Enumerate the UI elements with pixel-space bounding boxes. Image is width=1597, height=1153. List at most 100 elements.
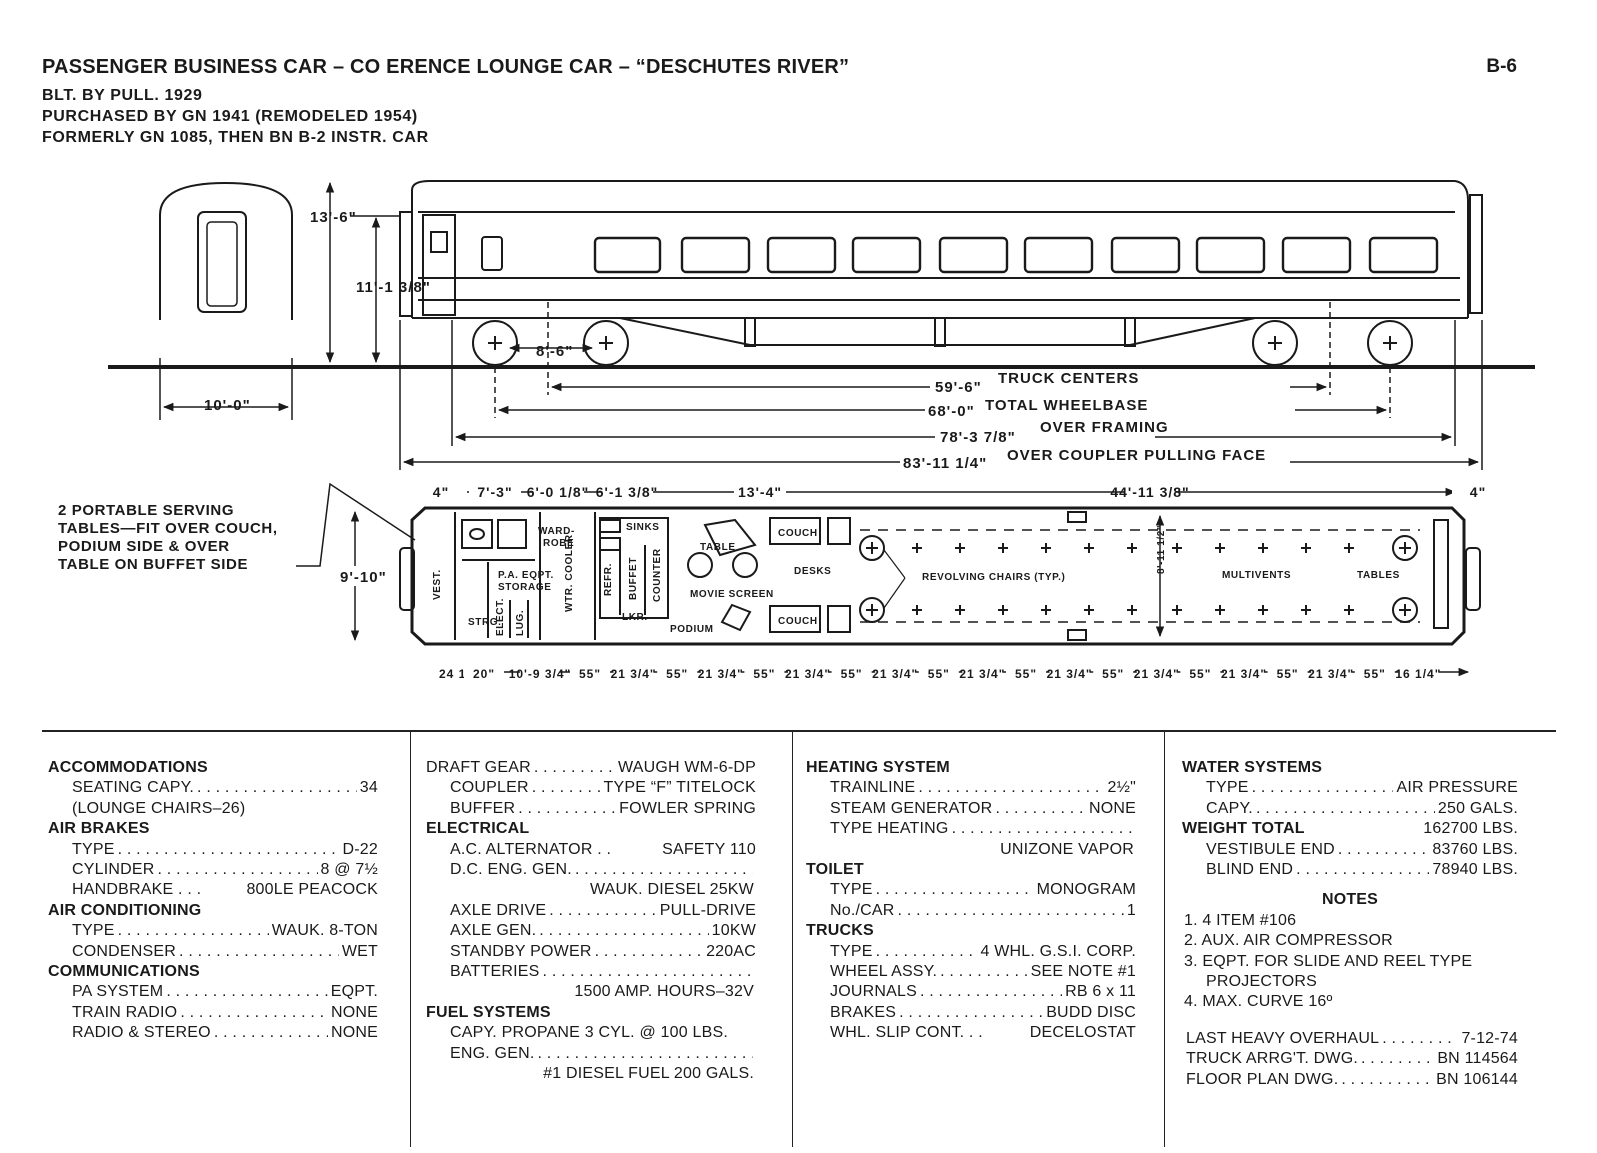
bottom-dim-label: 21 3/4" (1047, 667, 1093, 681)
leader-dots (1361, 1049, 1434, 1069)
leader-dots (1252, 778, 1394, 798)
callout-line-3: PODIUM SIDE & OVER (58, 538, 230, 555)
leader-dots (543, 962, 753, 982)
note-item: 3. EQPT. FOR SLIDE AND REEL TYPE (1184, 952, 1473, 970)
leader-dots (534, 758, 615, 778)
spec-section: HEATING SYSTEMTRAINLINE2½"STEAM GENERATO… (806, 758, 1136, 860)
bottom-dim-label: 21 3/4" (698, 667, 744, 681)
callout-line-4: TABLE ON BUFFET SIDE (58, 556, 248, 573)
spec-row: D.C. ENG. GEN. (426, 860, 756, 880)
note-item: PROJECTORS (1206, 973, 1318, 991)
spec-section-title: COMMUNICATIONS (48, 963, 200, 981)
spec-key: TYPE (830, 881, 873, 899)
label-buffet: BUFFET (628, 557, 639, 600)
label-lug: LUG. (515, 610, 526, 636)
label-sinks: SINKS (626, 522, 660, 533)
spec-key: CAPY. (1206, 799, 1253, 817)
spec-row: CONDENSERWET (48, 942, 378, 962)
over-coupler-text: OVER COUPLER PULLING FACE (1007, 447, 1266, 464)
spec-row-cont: UNIZONE VAPOR (1000, 840, 1134, 858)
notes-title: NOTES (1321, 891, 1379, 909)
aisle-width-label: 8'-11 1/2" (1156, 525, 1167, 574)
spec-row: ENG. GEN. (426, 1044, 756, 1064)
spec-row: TYPEWAUK. 8-TON (48, 921, 378, 941)
truck-centers-value: 59'-6" (935, 379, 982, 396)
spec-key: DRAFT GEAR (426, 759, 531, 776)
spec-row: No./CAR1 (806, 901, 1136, 921)
spec-value: NONE (330, 1024, 378, 1042)
leader-dots (1296, 860, 1429, 880)
spec-key: LAST HEAVY OVERHAUL (1186, 1029, 1380, 1047)
truck-centers-text: TRUCK CENTERS (998, 370, 1139, 387)
spec-value: 34 (359, 779, 378, 797)
spec-row: TYPE MONOGRAM (806, 880, 1136, 900)
truck-wheelbase-label: 8'-6" (536, 343, 573, 360)
over-framing-text: OVER FRAMING (1040, 419, 1169, 436)
leader-dots (537, 1044, 753, 1064)
spec-key: RADIO & STEREO (72, 1024, 211, 1042)
leader-dots (1308, 819, 1421, 839)
label-strg: STRG. (468, 617, 502, 628)
total-wheelbase-value: 68'-0" (928, 403, 975, 420)
top-dim-label: 13'-4" (738, 484, 782, 500)
built-line: BLT. BY PULL. 1929 (42, 87, 203, 104)
spec-key: WHL. SLIP CONT. . . (830, 1024, 983, 1042)
top-dim-label: 44'-11 3/8" (1110, 484, 1189, 500)
spec-row: BLIND END78940 LBS. (1182, 860, 1518, 880)
spec-key: BUFFER (450, 799, 516, 817)
spec-row: HANDBRAKE . . .800LE PEACOCK (48, 880, 378, 900)
leader-dots (898, 901, 1124, 921)
spec-row: SEATING CAPY. 34 (48, 778, 378, 798)
spec-key: A.C. ALTERNATOR . . (450, 840, 612, 858)
spec-row: STANDBY POWER220AC (426, 942, 756, 962)
label-couch-top: COUCH (778, 528, 818, 539)
spec-row: TRAIN RADIONONE (48, 1003, 378, 1023)
spec-value: MONOGRAM (1036, 881, 1136, 899)
column-divider-3 (1164, 732, 1165, 1147)
leader-dots (940, 962, 1028, 982)
leader-dots (920, 982, 1062, 1002)
spec-key: SEATING CAPY. (72, 779, 195, 797)
bottom-dim-label: 55" (1277, 667, 1299, 681)
spec-row: VESTIBULE END83760 LBS. (1182, 840, 1518, 860)
bottom-dim-label: 55" (841, 667, 863, 681)
label-pa-eqpt: P.A. EQPT. (498, 570, 554, 581)
spec-value: 83760 LBS. (1432, 840, 1518, 858)
note-item: 1. 4 ITEM #106 (1184, 911, 1297, 929)
drawing-ref-row: LAST HEAVY OVERHAUL7-12-74 (1182, 1029, 1518, 1049)
spec-value: BN 106144 (1436, 1070, 1518, 1088)
over-framing-value: 78'-3 7/8" (940, 429, 1016, 446)
leader-dots (179, 942, 339, 962)
spec-key: TRUCK ARRG'T. DWG. (1186, 1050, 1358, 1068)
spec-key: FLOOR PLAN DWG. (1186, 1070, 1339, 1088)
leader-dots (1341, 1070, 1433, 1090)
bottom-dim-label: 20" (473, 667, 495, 681)
spec-row: BUFFERFOWLER SPRING (426, 799, 756, 819)
spec-value: 10KW (711, 922, 756, 940)
label-podium: PODIUM (670, 624, 714, 635)
bottom-dim-label: 55" (753, 667, 775, 681)
top-dim-label: 7'-3" (477, 484, 512, 500)
spec-value: TYPE “F” TITELOCK (603, 779, 756, 797)
spec-value: PULL-DRIVE (659, 901, 756, 919)
spec-row-text: (LOUNGE CHAIRS–26) (48, 799, 378, 819)
label-wardrobe-1: WARD- (538, 526, 575, 537)
bottom-dim-label: 21 3/4" (959, 667, 1005, 681)
spec-value: DECELOSTAT (1029, 1024, 1136, 1042)
leader-dots (1256, 799, 1435, 819)
spec-key: D.C. ENG. GEN. (450, 861, 572, 879)
drawing-ref-row: TRUCK ARRG'T. DWG.BN 114564 (1182, 1049, 1518, 1069)
spec-key: BLIND END (1206, 861, 1294, 879)
spec-row: AXLE GEN.10KW (426, 921, 756, 941)
leader-dots (876, 880, 1034, 900)
spec-key: BRAKES (830, 1003, 897, 1021)
spec-key: CYLINDER (72, 861, 155, 879)
callout-line-1: 2 PORTABLE SERVING (58, 502, 234, 519)
spec-value: EQPT. (330, 983, 378, 1001)
label-multivents: MULTIVENTS (1222, 570, 1291, 581)
spec-row: TYPE HEATING (806, 819, 1136, 839)
spec-value: SEE NOTE #1 (1030, 963, 1136, 981)
formerly-line: FORMERLY GN 1085, THEN BN B-2 INSTR. CAR (42, 129, 429, 146)
spec-section: TOILETTYPEMONOGRAMNo./CAR1 (806, 860, 1136, 921)
